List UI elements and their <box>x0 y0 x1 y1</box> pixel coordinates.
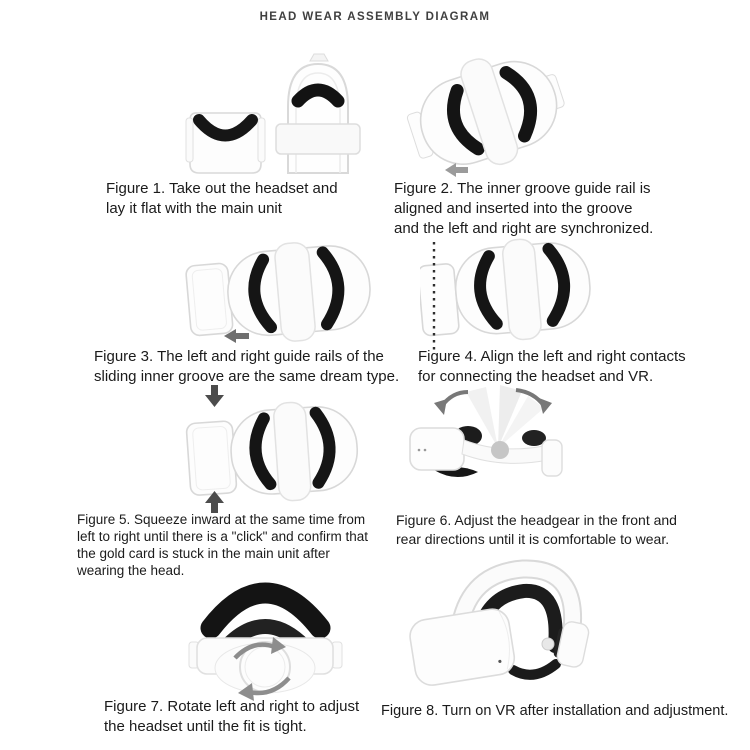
pivot-knob <box>491 441 509 459</box>
figure-5-caption: Figure 5. Squeeze inward at the same tim… <box>77 512 368 579</box>
bottom-strap-black <box>508 659 561 680</box>
face-pad-black <box>193 114 258 142</box>
swing-left-arrow-icon <box>434 390 469 415</box>
swing-range-fan <box>466 385 544 448</box>
rear-cradle <box>556 621 590 668</box>
strap-top-view <box>185 242 371 342</box>
headset-dot <box>423 448 427 452</box>
strap-top-view <box>406 58 565 166</box>
visor-dot <box>498 659 502 664</box>
center-band <box>273 401 312 502</box>
left-pad-black <box>474 250 503 330</box>
rotate-ccw-arrow-icon <box>238 676 291 701</box>
left-arrow-icon <box>445 163 468 177</box>
figure-8-illustration <box>398 556 598 698</box>
front-band <box>275 123 361 155</box>
figure-3-illustration <box>178 242 388 347</box>
figure-6-illustration <box>404 384 584 496</box>
figure-8-caption: Figure 8. Turn on VR after installation … <box>381 703 729 719</box>
up-arrow-icon <box>205 491 224 513</box>
strap-top-view <box>185 401 359 502</box>
headset-front-piece <box>185 112 266 174</box>
rear-pad-black <box>522 430 546 446</box>
figure-1-caption: Figure 1. Take out the headset and lay i… <box>106 180 338 217</box>
right-pad-black <box>316 246 345 331</box>
headset-body <box>409 427 465 471</box>
figure-7-illustration <box>183 566 348 701</box>
figure-7-caption: Figure 7. Rotate left and right to adjus… <box>104 698 360 735</box>
figure-1-illustration <box>178 52 363 178</box>
left-pad-black <box>248 253 278 334</box>
left-pad-black <box>249 412 277 491</box>
visor-edge <box>498 611 510 670</box>
strap-hinge <box>541 637 555 651</box>
right-pad-black <box>309 406 336 489</box>
page-title: HEAD WEAR ASSEMBLY DIAGRAM <box>259 11 491 23</box>
figure-5-illustration <box>176 384 361 514</box>
rotate-cw-arrow-icon <box>233 637 286 660</box>
right-pad-black <box>542 242 571 327</box>
right-pad-black <box>499 66 538 143</box>
center-band <box>460 58 519 166</box>
figure-3-caption: Figure 3. The left and right guide rails… <box>94 348 400 385</box>
left-arrow-icon <box>224 329 249 343</box>
figure-6-caption: Figure 6. Adjust the headgear in the fro… <box>396 512 677 547</box>
swing-right-arrow-icon <box>515 388 552 414</box>
headset-dot <box>417 448 421 452</box>
visor-body <box>409 608 516 686</box>
left-pad-black <box>447 84 485 156</box>
strap-top-view <box>420 238 591 341</box>
figure-2-illustration <box>403 56 573 180</box>
figure-2-caption: Figure 2. The inner groove guide rail is… <box>394 180 654 237</box>
center-band <box>502 238 542 341</box>
figure-4-caption: Figure 4. Align the left and right conta… <box>418 348 686 385</box>
top-pad-black <box>291 83 345 108</box>
down-arrow-icon <box>205 385 224 407</box>
figure-4-illustration <box>420 236 595 354</box>
head-strap-piece <box>275 53 361 174</box>
rear-cradle <box>541 439 563 477</box>
center-band <box>274 242 316 342</box>
top-strap-black <box>200 582 331 639</box>
